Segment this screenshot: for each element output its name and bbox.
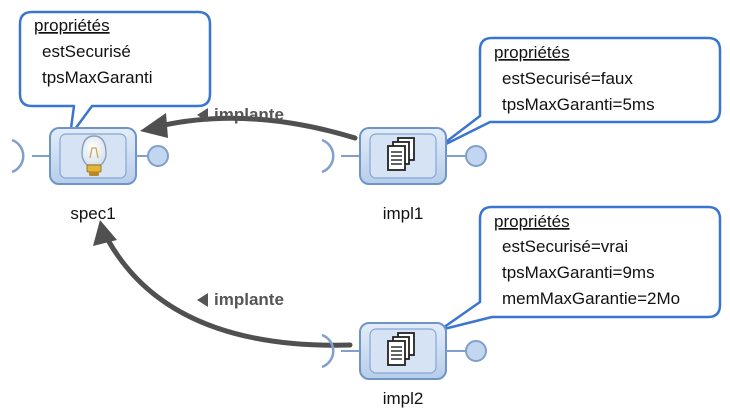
callout-impl1-line: tpsMaxGaranti=5ms <box>502 95 655 114</box>
implante-arrow-line <box>105 237 353 348</box>
component-label: impl2 <box>383 389 424 408</box>
relation-impl1-spec1: implante <box>140 105 358 141</box>
callout-impl2-line: tpsMaxGaranti=9ms <box>502 263 655 282</box>
callout-impl1-title: propriétés <box>494 43 570 62</box>
provided-port-icon <box>465 340 487 362</box>
component-impl2[interactable]: impl2 <box>321 322 487 408</box>
documents-icon <box>387 137 415 171</box>
callout-impl2-bubble <box>438 205 722 332</box>
callout-impl2-title: propriétés <box>494 212 570 231</box>
required-port-icon <box>321 333 335 369</box>
relation-impl2-spec1: implante <box>93 220 353 348</box>
callout-spec1-bubble <box>18 10 212 138</box>
component-impl1[interactable]: impl1 <box>321 127 487 223</box>
callout-spec1-line: tpsMaxGaranti <box>42 68 153 87</box>
callout-impl1-bubble <box>436 36 722 150</box>
component-spec1[interactable]: spec1 <box>11 127 169 223</box>
callout-spec1-title: propriétés <box>34 16 110 35</box>
triangle-left-icon <box>197 293 208 307</box>
lightbulb-icon <box>81 135 107 176</box>
callout-impl1: propriétés estSecurisé=faux tpsMaxGarant… <box>436 36 722 150</box>
provided-port-icon <box>465 145 487 167</box>
component-label: spec1 <box>70 204 115 223</box>
callout-spec1: propriétés estSecurisé tpsMaxGaranti <box>18 10 212 138</box>
relation-label: implante <box>214 105 284 124</box>
arrow-head-icon <box>93 220 117 246</box>
provided-port-icon <box>147 145 169 167</box>
triangle-left-icon <box>197 108 208 122</box>
callout-impl2: propriétés estSecurisé=vrai tpsMaxGarant… <box>438 205 722 332</box>
relation-label: implante <box>214 290 284 309</box>
callout-impl1-line: estSecurisé=faux <box>502 69 633 88</box>
callout-impl2-line: memMaxGarantie=2Mo <box>502 289 680 308</box>
documents-icon <box>387 332 415 366</box>
callout-impl2-line: estSecurisé=vrai <box>502 237 628 256</box>
callout-spec1-line: estSecurisé <box>42 42 131 61</box>
required-port-icon <box>11 138 25 174</box>
implante-arrow-line <box>157 115 358 141</box>
required-port-icon <box>321 138 335 174</box>
component-label: impl1 <box>383 204 424 223</box>
arrow-head-icon <box>140 113 168 138</box>
